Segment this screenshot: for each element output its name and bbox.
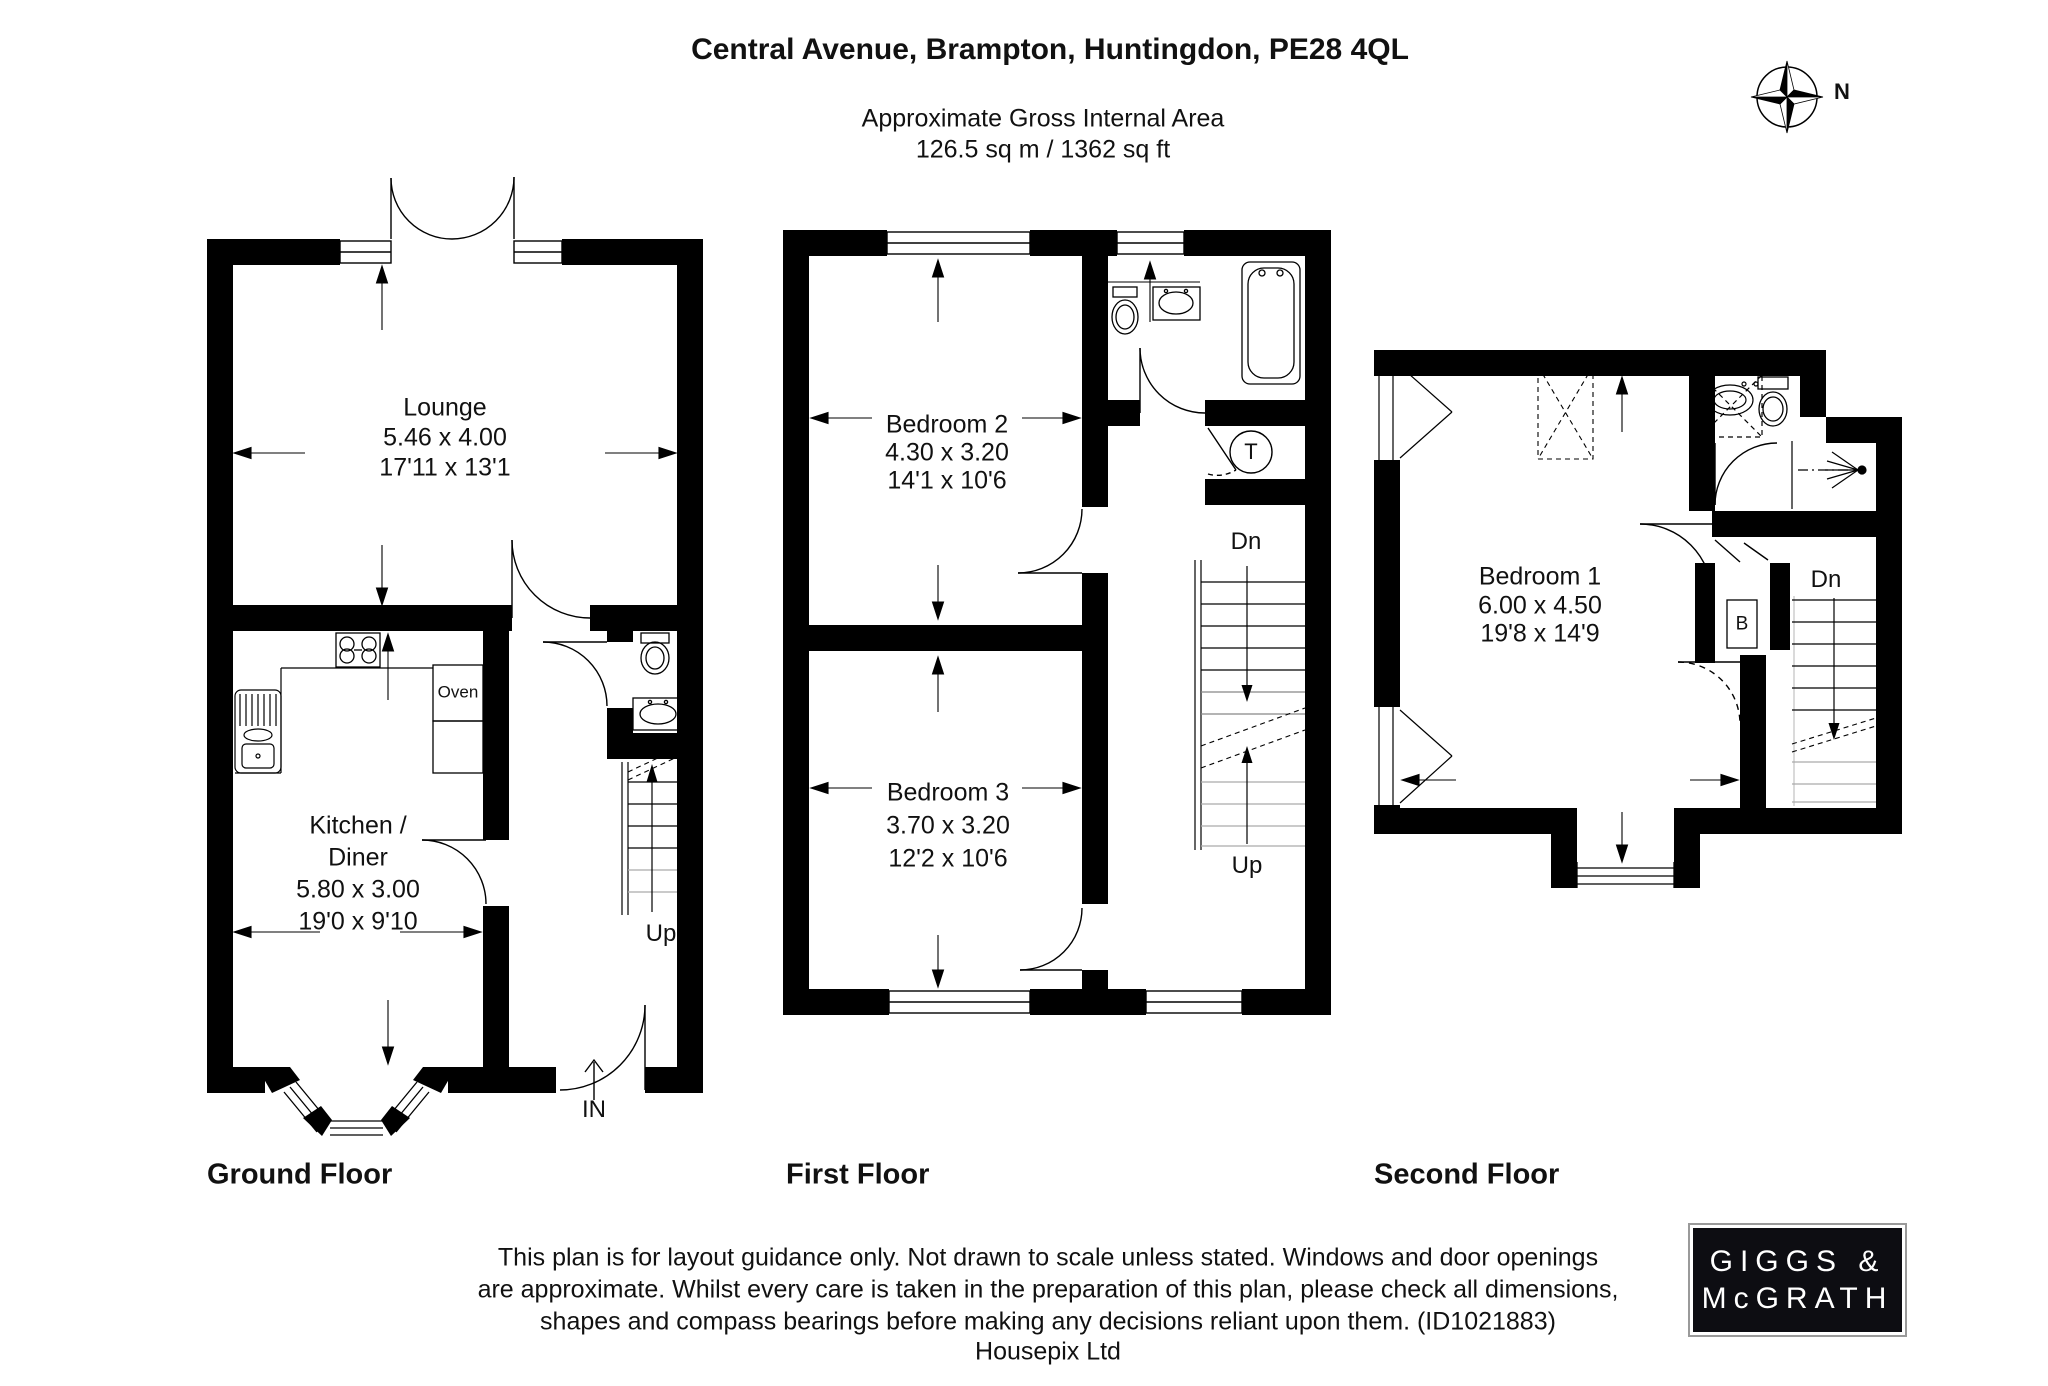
sf-dormer-window	[1576, 862, 1675, 888]
entrance-in-label: IN	[582, 1096, 606, 1123]
gf-oven-box	[432, 664, 484, 774]
first-floor-plan	[783, 230, 1331, 1015]
lounge-imperial: 17'11 x 13'1	[379, 453, 511, 482]
sf-stairs	[1791, 596, 1877, 806]
lounge-name: Lounge	[403, 393, 487, 422]
ff-dn-label: Dn	[1230, 528, 1262, 555]
sf-walls	[1374, 350, 1902, 888]
kitchen-imperial: 19'0 x 9'10	[298, 907, 418, 936]
second-floor-title: Second Floor	[1374, 1158, 1560, 1191]
sf-left-windows	[1378, 363, 1453, 805]
ff-tank-circle	[1229, 430, 1273, 474]
ff-bath-icon	[1241, 261, 1301, 385]
agency-logo-line2: McGRATH	[1701, 1282, 1894, 1315]
gf-stairs	[621, 748, 678, 915]
ground-floor-plan	[207, 176, 703, 1136]
gf-bay-window	[257, 1067, 456, 1136]
gf-hob-icon	[335, 632, 381, 668]
gf-counter-lines	[235, 667, 433, 774]
gf-sink-icon	[234, 689, 282, 774]
kitchen-name-line1: Kitchen /	[309, 811, 407, 840]
bedroom3-imperial: 12'2 x 10'6	[888, 844, 1008, 873]
disclaimer-line-3: shapes and compass bearings before makin…	[540, 1307, 1556, 1336]
bedroom3-metric: 3.70 x 3.20	[886, 811, 1010, 840]
gf-dimension-arrows	[232, 264, 678, 1066]
compass-icon	[1750, 60, 1824, 134]
boiler-label: B	[1735, 613, 1749, 635]
ff-walls	[783, 230, 1331, 1015]
tank-label: T	[1244, 439, 1258, 464]
ff-door-arcs	[1017, 347, 1237, 971]
second-floor-plan	[1374, 350, 1902, 888]
ff-windows	[886, 231, 1243, 1014]
ground-floor-title: Ground Floor	[207, 1158, 393, 1191]
gf-up-label: Up	[645, 920, 677, 947]
ff-stairs	[1194, 560, 1306, 850]
kitchen-metric: 5.80 x 3.00	[296, 875, 420, 904]
disclaimer-line-1: This plan is for layout guidance only. N…	[497, 1243, 1599, 1272]
bedroom2-name: Bedroom 2	[885, 410, 1009, 439]
sf-basin-icon	[1699, 374, 1763, 438]
area-subtitle-line2: 126.5 sq m / 1362 sq ft	[915, 135, 1171, 164]
gf-walls	[207, 239, 703, 1093]
sf-boiler-box	[1726, 599, 1758, 649]
lounge-metric: 5.46 x 4.00	[383, 423, 507, 452]
sf-dimension-arrows	[1400, 375, 1740, 864]
sf-dn-label: Dn	[1810, 566, 1842, 593]
kitchen-name-line2: Diner	[328, 843, 388, 872]
agency-logo: GIGGS & McGRATH	[1688, 1223, 1907, 1337]
bedroom2-metric: 4.30 x 3.20	[885, 438, 1009, 467]
bedroom2-imperial: 14'1 x 10'6	[887, 466, 1007, 495]
gf-entrance-arrow	[584, 1058, 604, 1100]
bedroom1-metric: 6.00 x 4.50	[1478, 591, 1602, 620]
ff-up-label: Up	[1231, 852, 1263, 879]
oven-label: Oven	[437, 682, 479, 702]
gf-door-arcs	[421, 539, 646, 1091]
bedroom1-name: Bedroom 1	[1478, 562, 1602, 591]
gf-windows	[339, 240, 563, 264]
sf-door-arcs	[1639, 442, 1778, 725]
sf-skylight	[1537, 365, 1594, 460]
sf-shower-icon	[1791, 441, 1867, 509]
gf-french-doors	[390, 176, 515, 240]
ff-toilet-icon	[1111, 286, 1139, 335]
bedroom1-imperial: 19'8 x 14'9	[1480, 619, 1600, 648]
first-floor-title: First Floor	[786, 1158, 930, 1191]
ff-dimension-arrows	[809, 258, 1157, 989]
page-title: Central Avenue, Brampton, Huntingdon, PE…	[691, 33, 1409, 66]
north-label: N	[1834, 79, 1850, 104]
credit-line: Housepix Ltd	[975, 1337, 1121, 1366]
sf-toilet-icon	[1757, 376, 1789, 427]
agency-logo-line1: GIGGS &	[1709, 1244, 1886, 1278]
gf-toilet-icon	[640, 632, 670, 675]
gf-basin-icon	[632, 697, 684, 731]
bedroom3-name: Bedroom 3	[886, 778, 1010, 807]
area-subtitle-line1: Approximate Gross Internal Area	[861, 104, 1225, 133]
disclaimer-line-2: are approximate. Whilst every care is ta…	[477, 1275, 1619, 1304]
ff-basin-icon	[1108, 281, 1201, 321]
